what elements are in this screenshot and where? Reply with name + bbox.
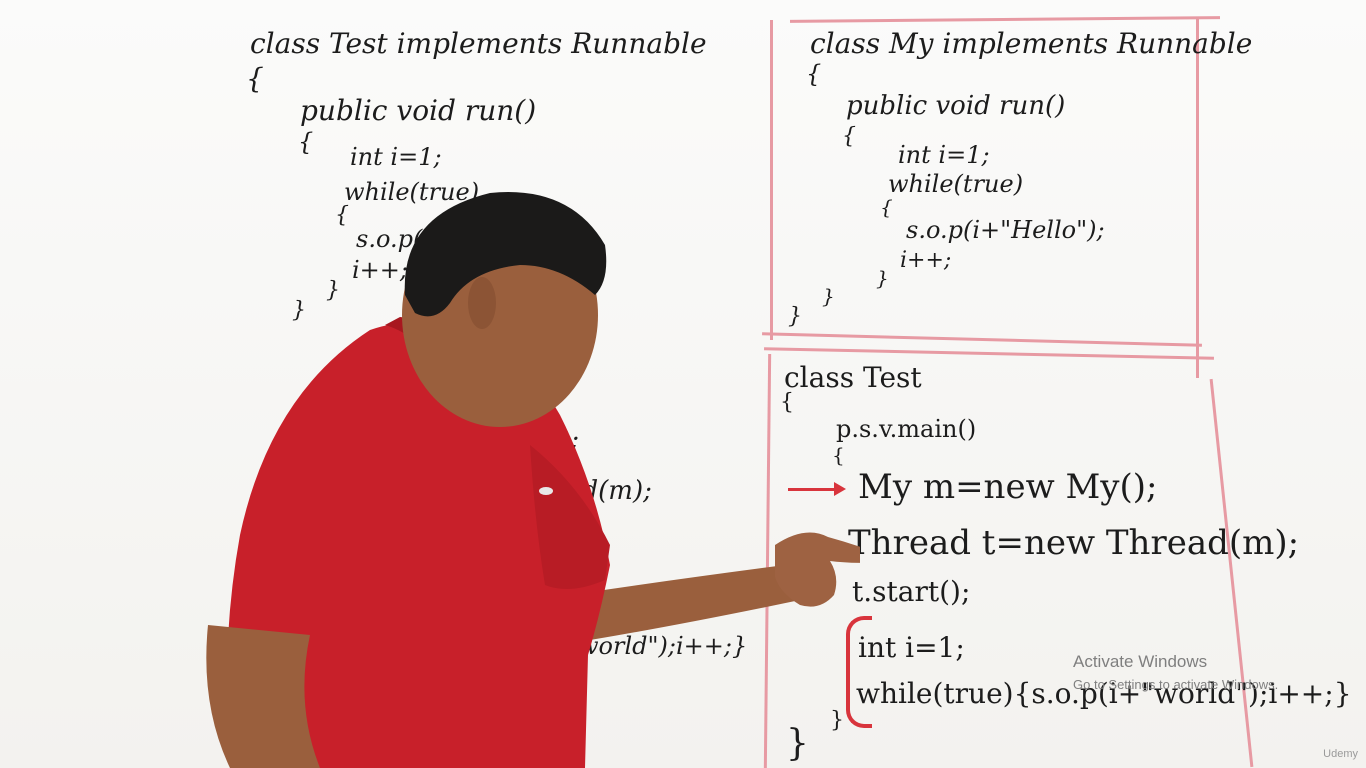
right-top-class-line: class My implements Runnable — [810, 27, 1253, 60]
left-open-brace: { — [246, 62, 264, 95]
right-top-run-brace: { — [842, 124, 856, 149]
right-bottom-close-class: } — [786, 723, 809, 764]
right-top-while-line: while(true) — [888, 170, 1024, 198]
right-top-run-signature: public void run() — [846, 91, 1066, 121]
left-partial-thread: ad(m); — [566, 476, 652, 506]
left-int-i-line: int i=1; — [350, 143, 442, 171]
right-bottom-start-line: t.start(); — [852, 575, 971, 608]
right-bottom-int-i-line: int i=1; — [858, 631, 965, 664]
left-class-line: class Test implements Runnable — [250, 27, 707, 60]
left-close-run: } — [292, 298, 306, 323]
red-bracket — [846, 616, 872, 728]
right-top-open-brace: { — [806, 60, 822, 88]
left-partial-world: world");i++;} — [578, 632, 748, 660]
right-top-iplusplus-line: i++; — [900, 248, 952, 273]
right-top-close-inner: } — [876, 266, 889, 290]
watermark-title: Activate Windows — [1073, 652, 1208, 671]
red-arrow-my-line — [788, 482, 846, 496]
right-top-sop-line: s.o.p(i+"Hello"); — [906, 216, 1105, 244]
right-top-close-class: } — [788, 304, 802, 329]
right-top-int-i-line: int i=1; — [898, 141, 990, 169]
right-bottom-main-brace: { — [832, 443, 845, 467]
left-close-inner: } — [326, 278, 340, 303]
red-arrow-thread-line — [790, 537, 832, 551]
left-while-line: while(true) — [344, 178, 480, 206]
right-bottom-open-brace: { — [780, 390, 794, 415]
left-sop-line: s.o.p( — [356, 225, 423, 253]
right-bottom-my-line: My m=new My(); — [858, 467, 1158, 507]
left-run-open-brace: { — [298, 128, 314, 156]
left-iplusplus-line: i++; — [352, 256, 408, 284]
left-partial-call: (); — [550, 425, 580, 455]
right-bottom-while-line: while(true){s.o.p(i+"world");i++;} — [856, 677, 1352, 710]
watermark-subtitle: Go to Settings to activate Windows. — [1073, 677, 1279, 692]
udemy-logo: Udemy — [1323, 748, 1358, 760]
right-bottom-close-main: } — [830, 708, 844, 733]
right-top-close-run: } — [822, 284, 835, 308]
right-top-panel-right-edge — [1196, 18, 1199, 378]
left-while-brace: { — [335, 203, 349, 228]
right-bottom-thread-line: Thread t=new Thread(m); — [848, 523, 1300, 563]
left-run-signature: public void run() — [300, 94, 537, 127]
right-top-while-brace: { — [880, 195, 893, 219]
right-bottom-class-line: class Test — [784, 361, 922, 394]
right-top-panel-left-edge — [770, 20, 773, 340]
right-bottom-main-line: p.s.v.main() — [836, 415, 977, 443]
